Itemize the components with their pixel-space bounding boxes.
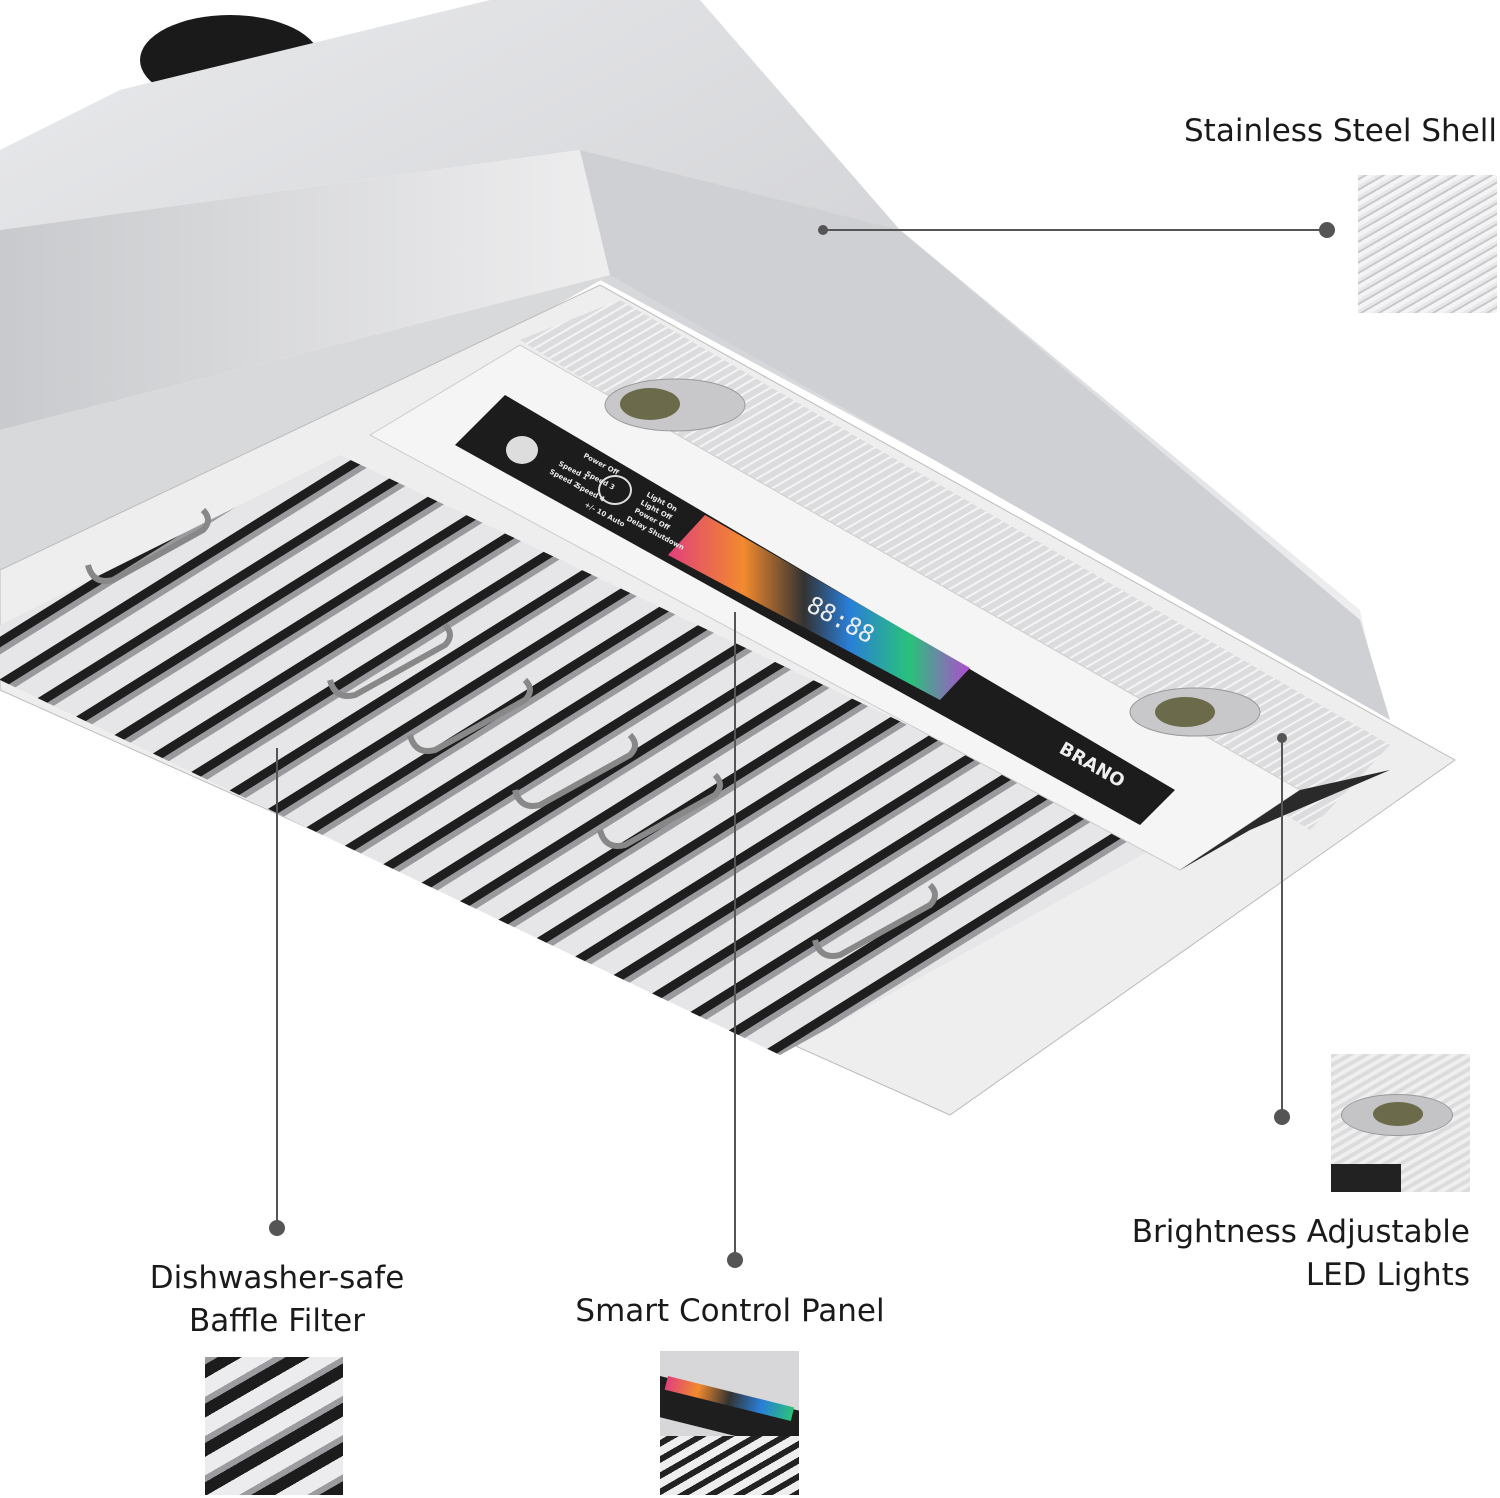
callout-dot: [1277, 733, 1287, 743]
callout-line-shell: [823, 229, 1327, 231]
callout-dot: [269, 1220, 285, 1236]
label-line: Baffle Filter: [189, 1303, 365, 1339]
thumbnail-control-panel: [660, 1351, 799, 1495]
callout-label-panel: Smart Control Panel: [575, 1293, 885, 1329]
callout-line-panel: [734, 612, 736, 1260]
color-display: [668, 515, 970, 700]
label-line: Dishwasher-safe: [149, 1260, 405, 1296]
callout-label-shell: Stainless Steel Shell: [1184, 113, 1497, 149]
label-line: Brightness Adjustable: [1131, 1214, 1470, 1250]
led-light: [604, 378, 746, 432]
led-light: [1129, 687, 1261, 737]
thumbnail-led-light: [1331, 1054, 1470, 1192]
hood-top: [0, 0, 1380, 700]
baffle-filter-area: [0, 455, 1160, 1055]
thumbnail-baffle-filter: [205, 1357, 343, 1495]
filter-handles: [85, 507, 938, 959]
callout-line-filter: [276, 748, 278, 1228]
power-button[interactable]: [506, 436, 538, 464]
callout-line-led: [1281, 738, 1283, 1117]
hood-front-left: [0, 150, 610, 430]
callout-dot: [818, 225, 828, 235]
thumbnail-stainless-steel: [1358, 175, 1497, 313]
callout-label-led: Brightness Adjustable LED Lights: [1132, 1211, 1470, 1297]
label-line: LED Lights: [1305, 1257, 1470, 1293]
callout-label-filter: Dishwasher-safe Baffle Filter: [77, 1257, 477, 1343]
callout-dot: [1274, 1109, 1290, 1125]
callout-dot: [1319, 222, 1335, 238]
voice-button[interactable]: [598, 475, 632, 505]
hood-right-side: [580, 150, 1390, 720]
callout-dot: [727, 1252, 743, 1268]
